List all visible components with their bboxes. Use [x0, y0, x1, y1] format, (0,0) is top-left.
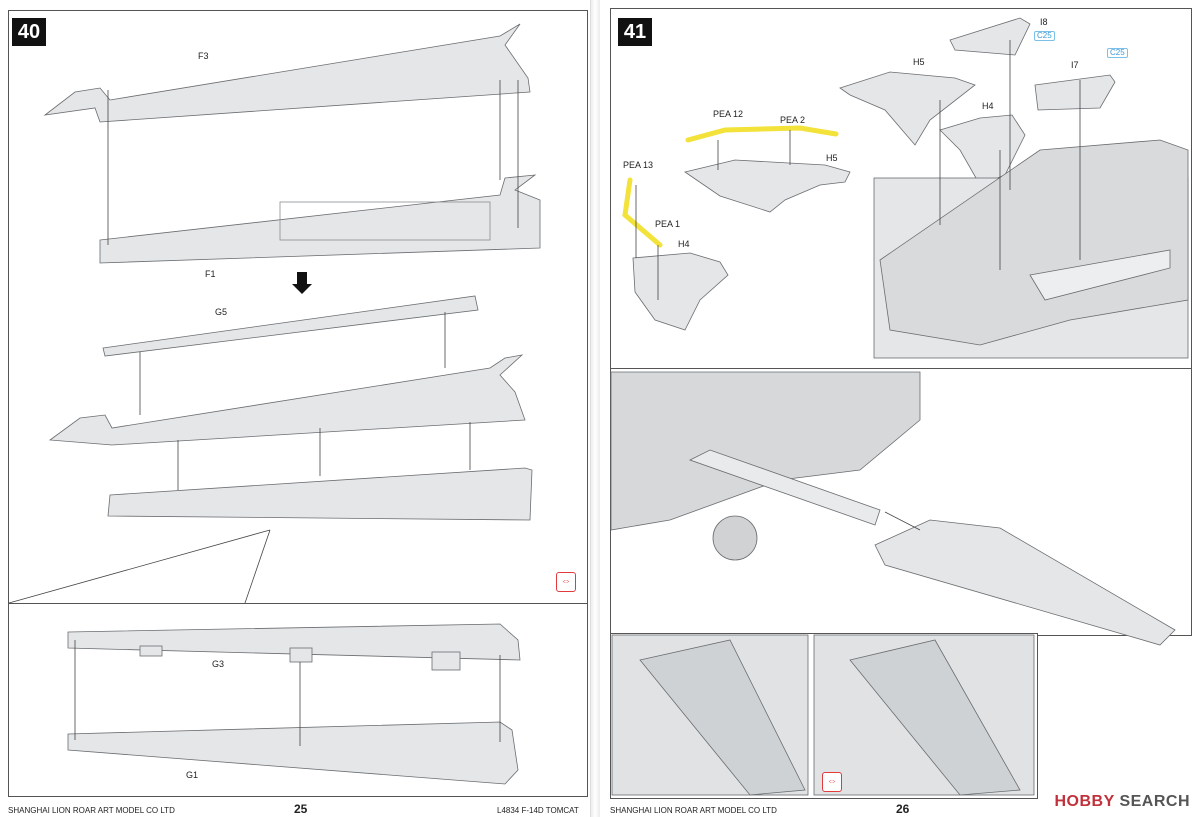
footer-company: SHANGHAI LION ROAR ART MODEL CO LTD	[610, 806, 777, 815]
label-pea1: PEA 1	[655, 219, 681, 229]
label-pea2: PEA 2	[780, 115, 806, 125]
footer-kit: L4834 F-14D TOMCAT	[497, 806, 579, 815]
g3-tab-1	[139, 645, 163, 657]
step-number: 41	[618, 18, 652, 46]
label-h4-top: H4	[982, 101, 994, 111]
part-i8	[949, 17, 1031, 56]
label-i8: I8	[1040, 17, 1048, 27]
f1-panel-grid	[279, 201, 491, 241]
photo-fuselage	[610, 371, 921, 531]
part-h5-mid	[684, 159, 851, 213]
label-g5: G5	[215, 307, 228, 317]
book-gutter	[590, 0, 600, 817]
aircraft-wing-surface	[1029, 249, 1171, 301]
photo-wing-arm	[688, 449, 881, 526]
page-number: 25	[294, 802, 308, 816]
instruction-page-right: 41	[600, 0, 1200, 817]
label-h5-top: H5	[913, 57, 925, 67]
detail-photo-right-wing	[849, 639, 1021, 796]
part-g1	[67, 721, 519, 785]
photo-etch-pea12-pea2	[685, 125, 839, 143]
part-f1	[99, 174, 541, 264]
label-c25-b: C25	[1107, 48, 1128, 58]
photo-etch-pea13-pea1	[622, 177, 663, 248]
photo-landing-wheel	[712, 515, 758, 561]
label-c25-a: C25	[1034, 31, 1055, 41]
label-f3: F3	[198, 51, 209, 61]
sequence-arrow	[292, 272, 312, 294]
part-h5-top	[839, 71, 976, 146]
label-pea13: PEA 13	[623, 160, 654, 170]
label-g1: G1	[186, 770, 199, 780]
photo-outer-wing	[874, 519, 1176, 646]
part-flap-strip	[107, 467, 533, 521]
part-f3	[43, 23, 531, 123]
g3-tab-3	[431, 651, 461, 671]
part-h4-top	[939, 114, 1026, 186]
detail-photo-left-wing	[639, 639, 806, 796]
part-h4-mid	[632, 252, 729, 331]
label-f1: F1	[205, 269, 216, 279]
footer-company: SHANGHAI LION ROAR ART MODEL CO LTD	[8, 806, 175, 815]
label-h5-mid: H5	[826, 153, 838, 163]
step-number: 40	[12, 18, 46, 46]
opposite-side-icon: ⇔	[822, 772, 842, 792]
part-i7	[1034, 74, 1116, 111]
page-number: 26	[896, 802, 910, 816]
label-g3: G3	[212, 659, 225, 669]
part-g3	[67, 623, 521, 661]
opposite-side-icon: ⇔	[556, 572, 576, 592]
part-g5	[102, 295, 479, 357]
step-40-illustration	[8, 23, 541, 785]
label-i7: I7	[1071, 60, 1079, 70]
step-41-illustration	[610, 17, 1189, 796]
hobby-search-watermark: HOBBY SEARCH	[1054, 793, 1190, 811]
watermark-brand-prefix: HOBBY	[1054, 793, 1115, 810]
instruction-page-left: 40	[0, 0, 591, 817]
label-pea12: PEA 12	[713, 109, 744, 119]
label-h4-mid: H4	[678, 239, 690, 249]
watermark-brand-suffix: SEARCH	[1119, 793, 1190, 810]
part-wing-assembled	[48, 354, 526, 446]
g3-tab-2	[289, 647, 313, 663]
